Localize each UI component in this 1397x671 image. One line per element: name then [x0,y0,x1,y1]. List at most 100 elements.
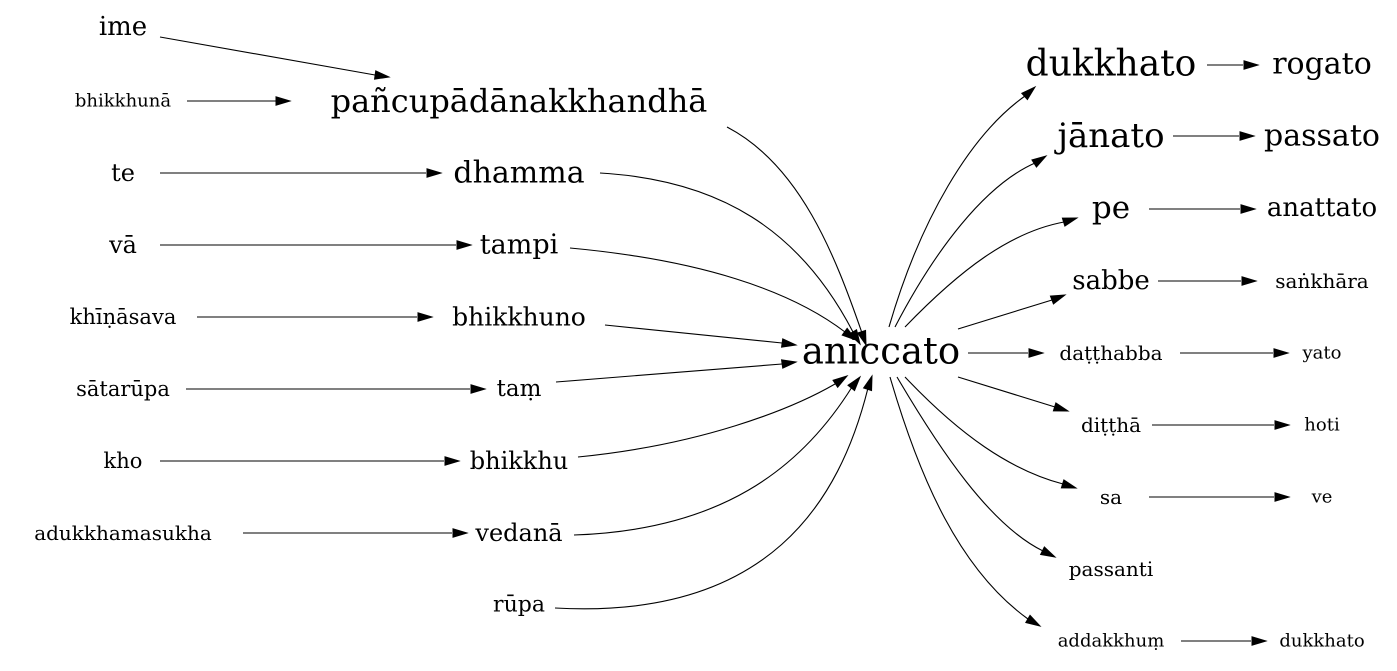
edge-line [569,247,846,333]
node-bhikkhuno: bhikkhuno [452,303,586,332]
arrow-head-icon [1049,294,1067,305]
edge-aniccato-to-sabbe [957,294,1067,330]
arrow-head-icon [1061,217,1079,227]
edge-dhamma-to-aniccato [599,172,861,346]
arrow-head-icon [1251,636,1268,646]
edge-line [904,221,1065,328]
node-datthabba: daṭṭhabba [1059,341,1162,365]
arrow-head-icon [452,528,469,538]
edge-bhikkhuno-to-aniccato [604,324,798,348]
arrow-head-icon [862,374,873,392]
node-rogato: rogato [1272,47,1372,82]
edge-line [726,126,863,334]
arrow-head-icon [456,240,473,250]
arrow-head-icon [1031,155,1048,168]
edge-line [904,376,1064,485]
node-dhamma: dhamma [453,156,584,191]
edge-line [957,376,1056,408]
arrow-head-icon [1274,492,1291,502]
edge-line [889,376,1029,620]
edge-pancupadanakkhandha-to-aniccato [726,126,867,347]
arrow-head-icon [1025,614,1042,627]
arrow-head-icon [856,329,867,347]
edge-line [888,95,1026,328]
node-hoti: hoti [1304,415,1340,436]
node-dukkhato1: dukkhato [1026,44,1197,85]
edge-aniccato-to-dukkhato1 [888,85,1037,328]
edge-line [577,383,836,458]
node-khinasava: khīṇāsava [70,305,177,329]
arrow-head-icon [780,359,798,369]
edge-addakkhum-to-dukkhato2 [1181,636,1268,646]
edge-aniccato-to-datthabba [968,348,1045,358]
edge-bhikkhu-to-aniccato [577,375,849,458]
arrow-head-icon [417,312,434,322]
node-va: vā [108,231,137,259]
edge-ime-to-pancupadanakkhandha [159,36,391,80]
node-bhikkhu: bhikkhu [470,447,569,475]
edge-adukkhamasukha-to-vedana [243,528,469,538]
edge-line [599,172,854,333]
edges-layer [159,36,1291,646]
arrow-head-icon [1028,348,1045,358]
arrow-head-icon [275,96,292,106]
node-adukkhamasukha: adukkhamasukha [34,521,212,545]
edge-rupa-to-aniccato [554,374,873,610]
arrow-head-icon [373,70,391,80]
node-ve: ve [1311,487,1333,508]
node-yato: yato [1302,343,1342,364]
edge-line [957,299,1053,330]
edge-ditttha-to-hoti [1152,420,1291,430]
arrow-head-icon [1240,204,1257,214]
node-anattato: anattato [1267,193,1377,223]
node-te: te [111,159,135,187]
edge-datthabba-to-yato [1180,348,1290,358]
node-ime: ime [99,12,147,42]
edge-line [159,36,376,76]
node-sa: sa [1100,485,1122,509]
node-addakkhum: addakkhuṃ [1058,631,1165,652]
arrow-head-icon [1274,420,1291,430]
arrow-head-icon [1241,276,1258,286]
edge-sa-to-ve [1149,492,1291,502]
edge-satarupa-to-tam [186,384,487,394]
node-rupa: rūpa [493,593,545,618]
edge-aniccato-to-ditttha [957,376,1070,412]
arrow-head-icon [470,384,487,394]
edge-line [555,363,783,383]
edge-dukkhato1-to-rogato [1207,60,1260,70]
node-sankhara: saṅkhāra [1275,269,1369,293]
edge-te-to-dhamma [160,168,443,178]
edge-tam-to-aniccato [555,359,798,383]
arrow-head-icon [847,375,862,392]
arrow-head-icon [1273,348,1290,358]
arrow-head-icon [1039,546,1057,558]
node-tampi: tampi [480,230,559,261]
edge-pe-to-anattato [1149,204,1257,214]
edge-line [894,162,1036,328]
arrow-head-icon [444,456,461,466]
node-sabbe: sabbe [1072,266,1150,296]
node-tam: taṃ [497,376,542,402]
node-passato: passato [1264,119,1380,154]
edge-sabbe-to-sankhara [1158,276,1258,286]
node-janato: jānato [1053,116,1164,156]
edge-aniccato-to-sa [904,376,1078,489]
arrow-head-icon [841,327,858,342]
node-satarupa: sātarūpa [76,377,170,401]
edge-kho-to-bhikkhu [160,456,461,466]
arrow-head-icon [1060,479,1078,489]
edge-aniccato-to-pe [904,217,1079,328]
node-aniccato: aniccato [802,330,960,373]
edge-line [573,386,853,536]
node-pe: pe [1092,190,1130,226]
edge-vedana-to-aniccato [573,375,862,536]
edge-line [554,387,869,610]
node-pancupadanakkhandha: pañcupādānakkhandhā [331,82,708,120]
arrow-head-icon [1243,60,1260,70]
node-vedana: vedanā [474,519,562,547]
node-kho: kho [104,449,143,473]
arrow-head-icon [426,168,443,178]
